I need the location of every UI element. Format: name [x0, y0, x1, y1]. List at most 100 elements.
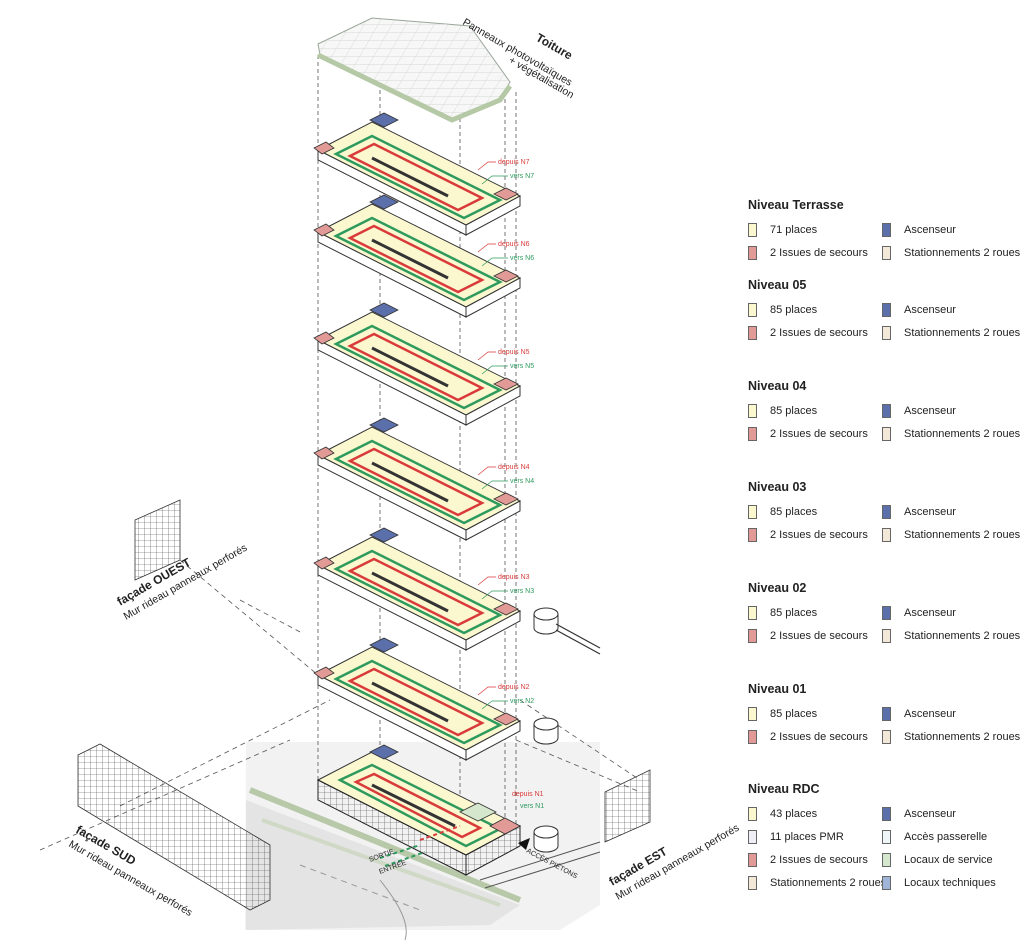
legend-item-label: 71 places: [770, 224, 818, 236]
legend-swatch: [882, 505, 891, 519]
legend-item-label: Ascenseur: [904, 607, 956, 619]
legend-item: Ascenseur: [882, 505, 956, 519]
elevator-block: [369, 527, 399, 543]
ramp-depuis-label: depuis N2: [498, 684, 530, 691]
legend-swatch: [882, 876, 891, 890]
legend-item-label: 2 Issues de secours: [770, 428, 868, 440]
legend-item: 43 places: [748, 807, 817, 821]
emergency-exit-west: [313, 666, 335, 680]
depuis-leader: [477, 576, 496, 586]
emergency-exit-west: [313, 223, 335, 237]
emergency-exit-east: [493, 269, 519, 283]
legend-item-label: Stationnements 2 roues: [904, 327, 1021, 339]
legend-item-label: 43 places: [770, 808, 818, 820]
legend-item-label: Ascenseur: [904, 304, 956, 316]
legend-swatch: [748, 223, 757, 237]
legend-item: Locaux de service: [882, 853, 993, 867]
ramp-up-loop: [347, 142, 485, 212]
legend-swatch: [748, 807, 757, 821]
legend-item: 85 places: [748, 404, 817, 418]
legend-swatch: [882, 404, 891, 418]
legend-level-title: Niveau 04: [748, 379, 807, 393]
emergency-exit-west: [313, 331, 335, 345]
floor-edge-side: [465, 195, 521, 236]
elevator-block: [369, 302, 399, 318]
ramp-down-loop: [333, 324, 503, 410]
cylinder-tower-middle: [533, 717, 559, 745]
legend-item-label: Accès passerelle: [904, 831, 988, 843]
legend-swatch: [748, 876, 757, 890]
ramp-down-loop: [333, 439, 503, 525]
facade-est-panel: façade EST Mur rideau panneaux perforés: [604, 769, 741, 903]
legend-item-label: 11 places PMR: [770, 831, 844, 843]
legend-item-label: 2 Issues de secours: [770, 247, 868, 259]
emergency-exit-west: [313, 141, 335, 155]
legend-swatch: [882, 303, 891, 317]
legend-item-label: Ascenseur: [904, 405, 956, 417]
depuis-leader: [477, 351, 496, 361]
ramp-vers-label: vers N2: [510, 698, 534, 705]
legend-swatch: [748, 528, 757, 542]
legend-swatch: [748, 427, 757, 441]
ramp-depuis-label: depuis N1: [512, 791, 544, 798]
legend-item-label: 2 Issues de secours: [770, 854, 868, 866]
central-ramp-wall: [371, 156, 449, 198]
legend-item-label: 2 Issues de secours: [770, 731, 868, 743]
legend-item-label: 85 places: [770, 405, 818, 417]
emergency-exit-west: [313, 446, 335, 460]
legend-swatch: [882, 853, 891, 867]
legend-item-label: 2 Issues de secours: [770, 327, 868, 339]
legend-swatch: [882, 223, 891, 237]
legend-item: 2 Issues de secours: [748, 528, 868, 542]
vers-leader: [481, 175, 508, 185]
central-ramp-wall: [371, 681, 449, 723]
legend-item: Ascenseur: [882, 404, 956, 418]
legend-item: Stationnements 2 roues: [882, 629, 1020, 643]
emergency-exit-east: [493, 377, 519, 391]
ramp-up-loop: [347, 332, 485, 402]
ramp-vers-label: vers N1: [520, 803, 544, 810]
legend-level-title: Niveau 03: [748, 480, 807, 494]
legend-item-label: 2 Issues de secours: [770, 529, 868, 541]
vers-leader: [481, 480, 508, 490]
legend-item: 2 Issues de secours: [748, 427, 868, 441]
legend-level-title: Niveau 02: [748, 581, 807, 595]
legend-item: Ascenseur: [882, 223, 956, 237]
floor-edge-side: [465, 500, 521, 541]
facade-ouest-panel: façade OUEST Mur rideau panneaux perforé…: [115, 499, 249, 623]
ramp-depuis-label: depuis N3: [498, 574, 530, 581]
legend-swatch: [882, 730, 891, 744]
elevator-block: [369, 112, 399, 128]
legend-item: Ascenseur: [882, 303, 956, 317]
legend-item-label: Stationnements 2 roues: [904, 529, 1021, 541]
roof-slab: Toiture Panneaux photovoltaïques + végét…: [316, 16, 576, 123]
ramp-depuis-label: depuis N7: [498, 159, 530, 166]
legend-swatch: [748, 707, 757, 721]
ramp-depuis-label: depuis N6: [498, 241, 530, 248]
legend-swatch: [748, 246, 757, 260]
legend-item-label: Ascenseur: [904, 708, 956, 720]
legend-item: 2 Issues de secours: [748, 629, 868, 643]
legend-item: Stationnements 2 roues: [748, 876, 886, 890]
legend-level-title: Niveau RDC: [748, 782, 820, 796]
central-ramp-wall: [371, 571, 449, 613]
ramp-up-loop: [347, 447, 485, 517]
cylinder-tower-ground: [533, 825, 559, 853]
legend-swatch: [882, 528, 891, 542]
central-ramp-wall: [371, 238, 449, 280]
emergency-exit-west: [313, 556, 335, 570]
vers-leader: [481, 257, 508, 267]
depuis-leader: [477, 161, 496, 171]
ramp-up-loop: [347, 667, 485, 737]
legend-item-label: 2 Issues de secours: [770, 630, 868, 642]
legend-item-label: 85 places: [770, 708, 818, 720]
ramp-down-loop: [333, 216, 503, 302]
ramp-up-loop: [347, 224, 485, 294]
legend-item-label: 85 places: [770, 304, 818, 316]
legend-swatch: [882, 427, 891, 441]
